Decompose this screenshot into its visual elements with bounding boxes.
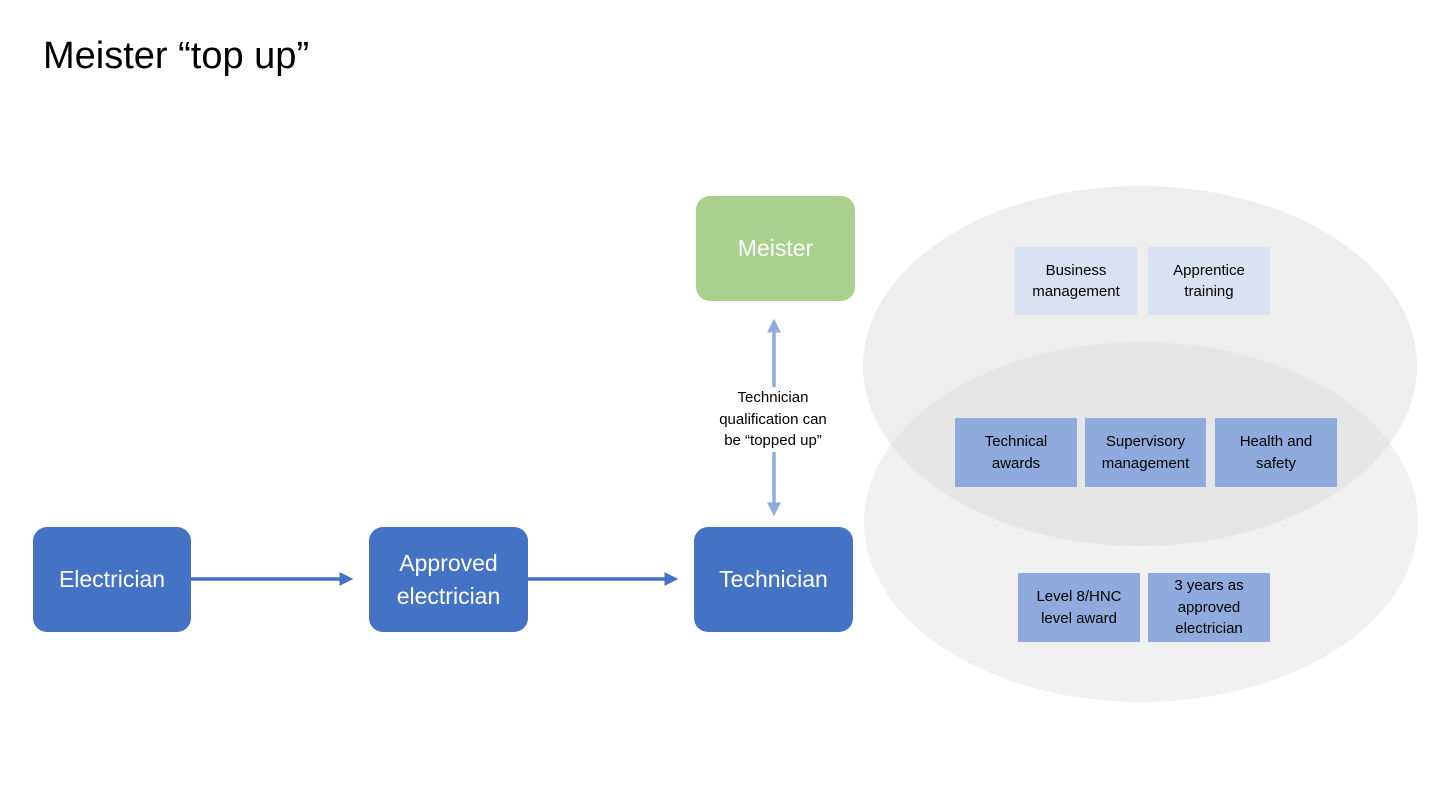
requirement-3-years-approved: 3 years as approved electrician: [1148, 573, 1270, 642]
topup-arrow-label: Technician qualification can be “topped …: [700, 387, 846, 452]
slide-title: Meister “top up”: [43, 35, 310, 77]
requirement-apprentice-training-line-1: Apprentice: [1173, 261, 1245, 279]
requirement-health-and-safety-line-2: safety: [1255, 454, 1297, 472]
node-electrician: Electrician: [33, 527, 191, 632]
topup-label-line-3: be “topped up”: [724, 432, 822, 449]
node-technician: Technician: [694, 527, 853, 632]
node-technician-label: Technician: [719, 566, 828, 593]
requirement-business-management-line-2: management: [1032, 283, 1120, 300]
topup-label-line-1: Technician: [737, 389, 809, 406]
requirement-technical-awards-line-2: awards: [991, 454, 1041, 472]
node-meister-label: Meister: [737, 235, 814, 262]
requirement-business-management-line-1: Business: [1045, 261, 1107, 279]
requirement-technical-awards-line-1: Technical: [984, 433, 1048, 450]
requirement-level-8-hnc: Level 8/HNC level award: [1018, 573, 1140, 642]
requirement-apprentice-training: Apprentice training: [1148, 247, 1270, 315]
requirement-health-and-safety-line-1: Health and: [1239, 433, 1313, 450]
technician-requirements-ellipse: [864, 342, 1418, 702]
requirement-3-years-approved-line-2: approved: [1177, 598, 1241, 616]
requirement-supervisory-management: Supervisory management: [1085, 418, 1206, 487]
node-approved-electrician-line-2: electrician: [396, 582, 501, 609]
requirement-technical-awards: Technical awards: [955, 418, 1077, 487]
meister-requirements-ellipse: [863, 186, 1417, 546]
requirement-level-8-hnc-line-1: Level 8/HNC: [1036, 588, 1122, 605]
node-meister: Meister: [696, 196, 855, 301]
requirement-3-years-approved-line-1: 3 years as: [1174, 577, 1244, 595]
requirement-health-and-safety: Health and safety: [1215, 418, 1337, 487]
node-approved-electrician: Approved electrician: [369, 527, 528, 632]
requirement-3-years-approved-line-3: electrician: [1175, 620, 1243, 638]
node-electrician-label: Electrician: [58, 566, 166, 593]
requirement-supervisory-management-line-1: Supervisory: [1105, 433, 1186, 450]
requirement-apprentice-training-line-2: training: [1184, 283, 1234, 300]
requirement-supervisory-management-line-2: management: [1101, 454, 1190, 472]
topup-label-line-2: qualification can: [719, 410, 827, 428]
requirement-level-8-hnc-line-2: level award: [1041, 609, 1117, 627]
node-approved-electrician-line-1: Approved: [399, 549, 498, 576]
requirement-business-management: Business management: [1015, 247, 1137, 315]
